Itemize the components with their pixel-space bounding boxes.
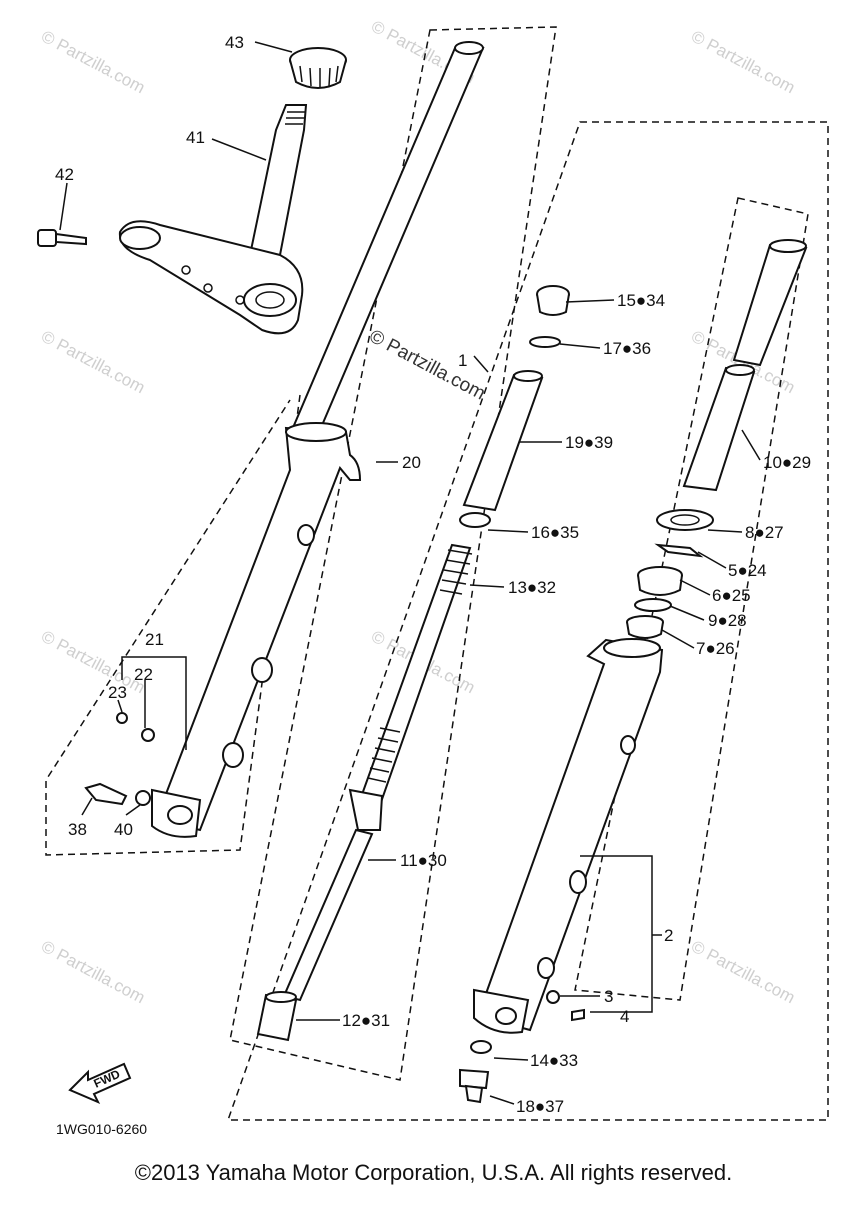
label-9-28: 9●28 (708, 611, 747, 630)
o-ring (529, 336, 561, 348)
axle-holder-bolt (84, 782, 151, 806)
slide-metal (626, 615, 664, 639)
copyright-notice: ©2013 Yamaha Motor Corporation, U.S.A. A… (134, 1160, 733, 1185)
label-40: 40 (114, 820, 133, 839)
air-valve-cap (546, 990, 560, 1004)
gasket (470, 1040, 492, 1054)
watermark: © Partzilla.com (38, 27, 148, 98)
label-14-33: 14●33 (530, 1051, 578, 1070)
retaining-clip (654, 543, 704, 558)
label-19-39: 19●39 (565, 433, 613, 452)
right-outer-tube (473, 638, 664, 1034)
label-12-31: 12●31 (342, 1011, 390, 1030)
air-valve-parts (116, 712, 155, 742)
watermark: © Partzilla.com (688, 27, 798, 98)
label-43: 43 (225, 33, 244, 52)
left-fork-leg (151, 41, 485, 838)
label-16-35: 16●35 (531, 523, 579, 542)
label-22: 22 (134, 665, 153, 684)
watermark: © Partzilla.com (38, 937, 148, 1008)
pinch-bolt (37, 229, 87, 247)
spring-seat (459, 512, 491, 528)
label-13-32: 13●32 (508, 578, 556, 597)
label-6-25: 6●25 (712, 586, 751, 605)
left-fork-group-outline (45, 394, 301, 856)
part-labels: 43 41 42 15●34 17●36 1 19●39 20 10●29 16… (55, 33, 811, 1116)
label-10-29: 10●29 (763, 453, 811, 472)
inner-tube-group-outline (229, 26, 557, 1081)
damper-rod (282, 788, 384, 1002)
forward-arrow-icon: FWD (68, 1062, 132, 1104)
washer (634, 598, 672, 612)
label-20: 20 (402, 453, 421, 472)
spacer (462, 370, 544, 512)
steering-nut (289, 47, 347, 89)
oil-seal (637, 566, 683, 596)
label-21: 21 (145, 630, 164, 649)
label-2: 2 (664, 926, 673, 945)
right-fork-group-outline (226, 121, 829, 1121)
cap-bolt (536, 285, 570, 316)
label-8-27: 8●27 (745, 523, 784, 542)
label-15-34: 15●34 (617, 291, 665, 310)
label-42: 42 (55, 165, 74, 184)
label-17-36: 17●36 (603, 339, 651, 358)
air-valve-bolt (571, 1008, 585, 1022)
damper-bolt (459, 1068, 490, 1104)
label-18-37: 18●37 (516, 1097, 564, 1116)
label-3: 3 (604, 987, 613, 1006)
label-4: 4 (620, 1007, 629, 1026)
leader-lines (59, 41, 761, 1105)
label-7-26: 7●26 (696, 639, 735, 658)
inner-tube (682, 239, 808, 492)
label-23: 23 (108, 683, 127, 702)
label-1: 1 (458, 351, 467, 370)
center-watermark: © Partzilla.com (366, 326, 489, 405)
right-inner-outline (574, 197, 809, 1001)
watermark: © Partzilla.com (38, 627, 148, 698)
under-bracket (118, 104, 308, 335)
label-11-30: 11●30 (400, 851, 447, 870)
label-38: 38 (68, 820, 87, 839)
diagram-code: 1WG010-6260 (56, 1121, 147, 1137)
label-5-24: 5●24 (728, 561, 767, 580)
taper-spindle (256, 991, 298, 1042)
watermark: © Partzilla.com (38, 327, 148, 398)
dust-seal (656, 509, 714, 531)
label-41: 41 (186, 128, 205, 147)
watermark: © Partzilla.com (688, 937, 798, 1008)
